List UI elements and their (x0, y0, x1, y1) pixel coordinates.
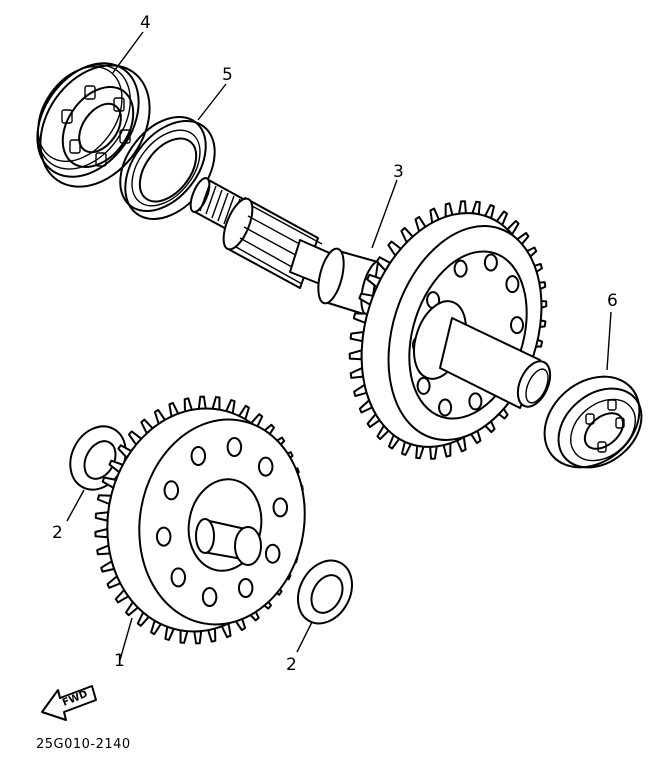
bearing-part-4 (36, 62, 151, 188)
gear-hole (190, 446, 207, 466)
gear-hole (264, 543, 281, 564)
gear-hole (510, 316, 524, 335)
callout-6: 6 (607, 291, 618, 311)
gear-tooth (429, 445, 438, 460)
gear-hole (163, 480, 180, 501)
leader-lines (66, 31, 612, 661)
gear-hole (170, 567, 187, 588)
drawing-code: 25G010-2140 (36, 737, 131, 752)
gear-tooth (193, 630, 203, 645)
callout-1: 1 (114, 651, 125, 671)
gear-tooth (94, 511, 110, 522)
gear-hole (272, 497, 289, 518)
gear-hole (416, 376, 431, 395)
gear-tooth (348, 349, 363, 361)
gear-tooth (211, 396, 221, 411)
gear-tooth (415, 444, 425, 460)
gear-part-1 (94, 395, 306, 645)
gear-hole (155, 526, 172, 547)
gear-hole (201, 587, 218, 607)
callout-5: 5 (222, 65, 233, 85)
gear-hole (237, 578, 254, 598)
gear-tooth (197, 395, 207, 410)
shaft-gear-part-3 (348, 200, 552, 460)
gear-tooth (179, 629, 189, 644)
gear-hole (226, 437, 243, 457)
callout-4: 4 (140, 13, 151, 33)
gear-tooth (471, 200, 481, 216)
gear-hole (468, 392, 483, 411)
gear-tooth (94, 528, 109, 539)
callout-2-right: 2 (286, 655, 297, 675)
callout-3: 3 (393, 162, 404, 182)
forward-arrow-icon: FWD (41, 685, 97, 721)
gear-hole (438, 398, 453, 417)
gear-hole (453, 259, 468, 278)
gear-hole (257, 456, 274, 477)
gear-hole (483, 253, 498, 272)
washer-part-2-right (297, 559, 353, 625)
bearing-part-6 (543, 375, 643, 469)
callout-2-left: 2 (52, 523, 63, 543)
gear-hole (505, 275, 520, 294)
shaft-part-3 (189, 177, 388, 317)
gear-tooth (458, 200, 467, 215)
